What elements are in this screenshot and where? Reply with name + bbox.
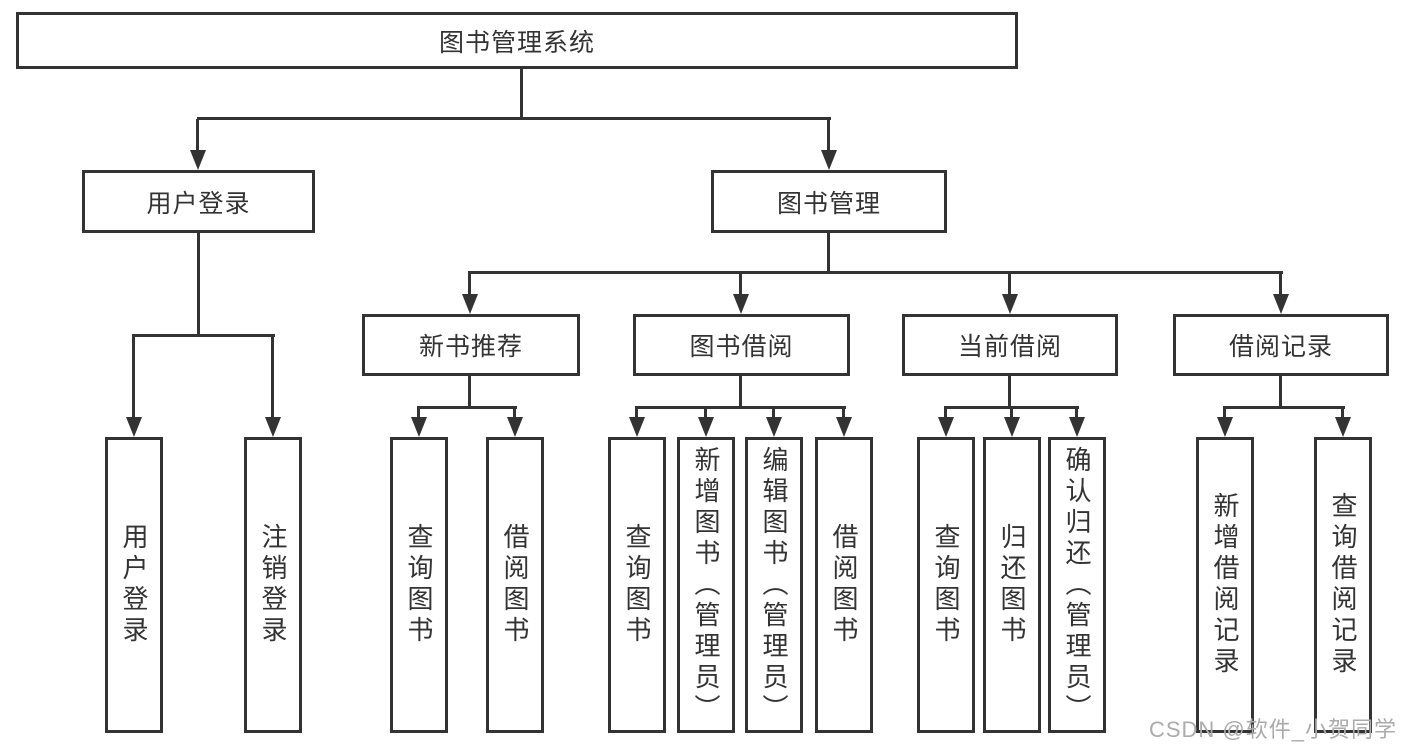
node-leaf-borrow-books-1: 借阅图书	[486, 437, 544, 733]
connector-arrow-logout	[265, 336, 281, 437]
connector-arrow-leaf	[698, 408, 714, 437]
connector-group1-branch	[417, 406, 517, 409]
connector-group2-branch	[635, 406, 846, 409]
connector-group1-stub	[468, 376, 471, 406]
node-leaf-query-books-3: 查询图书	[917, 437, 975, 733]
connector-arrow-login	[126, 336, 142, 437]
node-leaf-user-login: 用户登录	[105, 437, 163, 733]
connector-book-management-stub	[827, 233, 830, 273]
connector-arrow-current-borrow	[1002, 273, 1018, 314]
node-book-borrowing: 图书借阅	[633, 314, 850, 376]
connector-user-login-branch	[132, 334, 275, 337]
connector-root-stub	[520, 67, 523, 118]
connector-group3-stub	[1008, 376, 1011, 406]
connector-arrow-new-books	[462, 273, 478, 314]
node-library-management-system: 图书管理系统	[16, 12, 1018, 69]
connector-arrow-leaf	[1004, 408, 1020, 437]
connector-group2-stub	[739, 376, 742, 406]
node-current-borrowing: 当前借阅	[902, 314, 1118, 376]
node-leaf-add-books-admin: 新增图书（管理员）	[677, 437, 735, 733]
connector-arrow-leaf	[1069, 408, 1085, 437]
node-leaf-return-books: 归还图书	[983, 437, 1041, 733]
connector-arrow-book-management	[821, 119, 837, 170]
csdn-watermark: CSDN @软件_小贺同学	[1148, 717, 1397, 742]
node-leaf-borrow-books-2: 借阅图书	[815, 437, 873, 733]
connector-arrow-borrow-records	[1273, 273, 1289, 314]
connector-level1-branch	[197, 117, 831, 120]
node-new-book-recommend: 新书推荐	[362, 314, 580, 376]
connector-group4-branch	[1223, 406, 1345, 409]
connector-group3-branch	[944, 406, 1079, 409]
node-book-management: 图书管理	[711, 170, 947, 233]
node-leaf-logout: 注销登录	[244, 437, 302, 733]
connector-arrow-leaf	[938, 408, 954, 437]
node-leaf-confirm-return-admin: 确认归还（管理员）	[1048, 437, 1106, 733]
node-leaf-query-books-2: 查询图书	[608, 437, 666, 733]
connector-arrow-leaf	[1335, 408, 1351, 437]
node-leaf-add-borrow-record: 新增借阅记录	[1196, 437, 1254, 733]
connector-arrow-user-login	[190, 119, 206, 170]
connector-arrow-leaf	[629, 408, 645, 437]
node-leaf-edit-books-admin: 编辑图书（管理员）	[745, 437, 803, 733]
connector-user-login-stub	[197, 233, 200, 334]
node-leaf-query-borrow-record: 查询借阅记录	[1314, 437, 1372, 733]
connector-level2-branch	[468, 271, 1283, 274]
connector-group4-stub	[1279, 376, 1282, 406]
connector-arrow-book-borrow	[733, 273, 749, 314]
connector-arrow-leaf	[766, 408, 782, 437]
node-user-login: 用户登录	[82, 170, 315, 233]
connector-arrow-leaf	[507, 408, 523, 437]
connector-arrow-leaf	[411, 408, 427, 437]
node-borrowing-records: 借阅记录	[1173, 314, 1389, 376]
node-leaf-query-books-1: 查询图书	[390, 437, 448, 733]
connector-arrow-leaf	[1217, 408, 1233, 437]
connector-arrow-leaf	[836, 408, 852, 437]
